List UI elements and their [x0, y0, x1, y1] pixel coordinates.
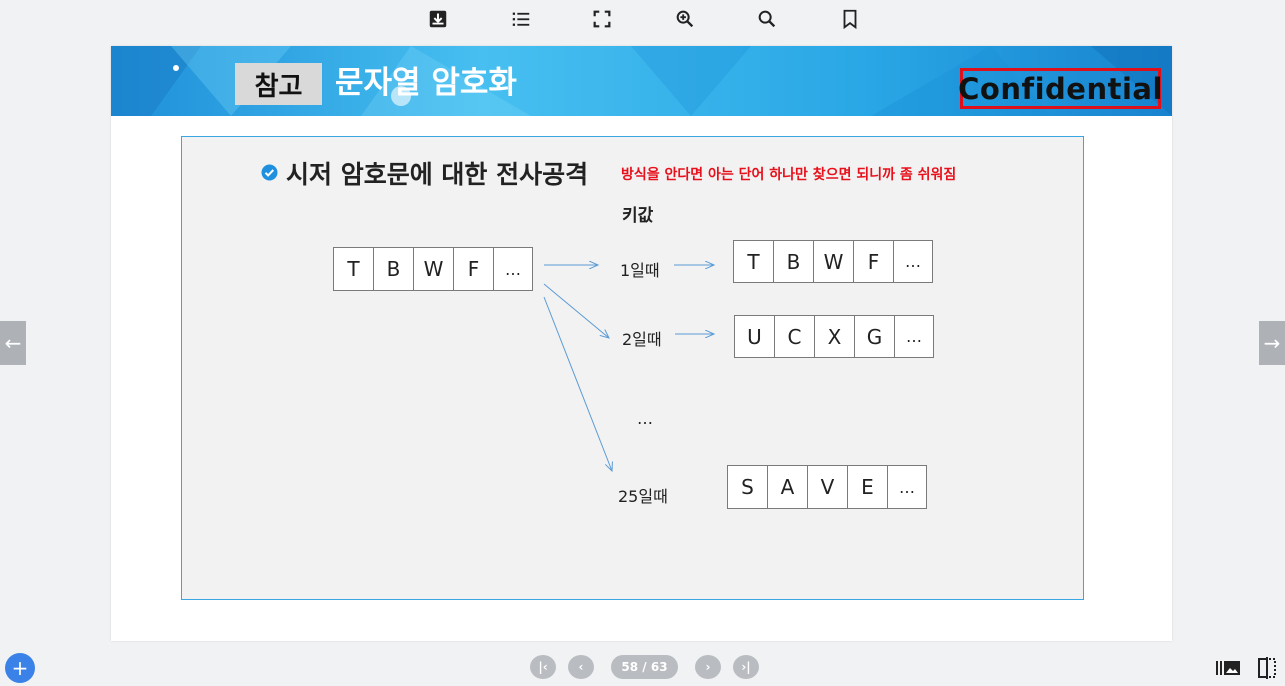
bookmark-icon[interactable] — [837, 6, 863, 32]
search-icon[interactable] — [754, 6, 780, 32]
key-1-label: 1일때 — [620, 261, 660, 280]
annotation-note: 방식을 안다면 아는 단어 하나만 찾으면 되니까 좀 쉬워짐 — [621, 167, 957, 183]
cipher-cell: F — [853, 240, 893, 283]
cipher-cell: V — [807, 465, 847, 509]
content-box: 시저 암호문에 대한 전사공격 방식을 안다면 아는 단어 하나만 찾으면 되니… — [181, 136, 1084, 600]
cipher-cell: E — [847, 465, 887, 509]
cipher-cell: … — [493, 247, 533, 291]
cipher-cell: W — [813, 240, 853, 283]
top-toolbar — [0, 0, 1285, 38]
cipher-cell: X — [814, 315, 854, 358]
fullscreen-icon[interactable] — [589, 6, 615, 32]
zoom-in-icon[interactable] — [672, 6, 698, 32]
cipher-cell: F — [453, 247, 493, 291]
ellipsis: … — [637, 409, 653, 428]
slide-heading: 시저 암호문에 대한 전사공격 — [286, 160, 589, 189]
download-icon[interactable] — [425, 6, 451, 32]
thumbnail-view-icon[interactable] — [1215, 656, 1241, 680]
next-slide-arrow-icon[interactable]: → — [1259, 321, 1285, 365]
key-label: 키값 — [622, 206, 654, 226]
next-page-icon[interactable]: › — [695, 655, 721, 679]
cipher-cell: … — [894, 315, 934, 358]
add-button[interactable]: + — [5, 653, 35, 683]
cipher-cell: B — [773, 240, 813, 283]
cipher-cell: G — [854, 315, 894, 358]
prev-slide-arrow-icon[interactable]: ← — [0, 321, 26, 365]
cipher-cell: … — [893, 240, 933, 283]
slide: 참고 문자열 암호화 Confidential 시저 암호문에 대한 전사공격 … — [111, 46, 1172, 641]
source-cipher-row: T B W F … — [333, 247, 533, 291]
cipher-cell: T — [733, 240, 773, 283]
check-circle-icon — [261, 164, 278, 181]
cipher-cell: A — [767, 465, 807, 509]
arrow-connectors — [543, 137, 1085, 601]
slide-title: 문자열 암호화 — [335, 65, 517, 101]
prev-page-icon[interactable]: ‹ — [568, 655, 594, 679]
first-page-icon[interactable]: |‹ — [530, 655, 556, 679]
cipher-cell: U — [734, 315, 774, 358]
slide-banner: 참고 문자열 암호화 Confidential — [111, 46, 1172, 116]
key-2-label: 2일때 — [622, 330, 662, 349]
shift-2-row: U C X G … — [734, 315, 934, 358]
cipher-cell: T — [333, 247, 373, 291]
cipher-cell: W — [413, 247, 453, 291]
cipher-cell: … — [887, 465, 927, 509]
cipher-cell: S — [727, 465, 767, 509]
confidential-label: Confidential — [958, 68, 1162, 109]
cipher-cell: C — [774, 315, 814, 358]
cipher-cell: B — [373, 247, 413, 291]
page-indicator: 58 / 63 — [611, 655, 678, 679]
key-25-label: 25일때 — [618, 487, 668, 506]
list-icon[interactable] — [508, 6, 534, 32]
reference-tag: 참고 — [235, 63, 322, 105]
shift-25-row: S A V E … — [727, 465, 927, 509]
last-page-icon[interactable]: ›| — [733, 655, 759, 679]
split-view-icon[interactable] — [1254, 656, 1280, 680]
shift-1-row: T B W F … — [733, 240, 933, 283]
